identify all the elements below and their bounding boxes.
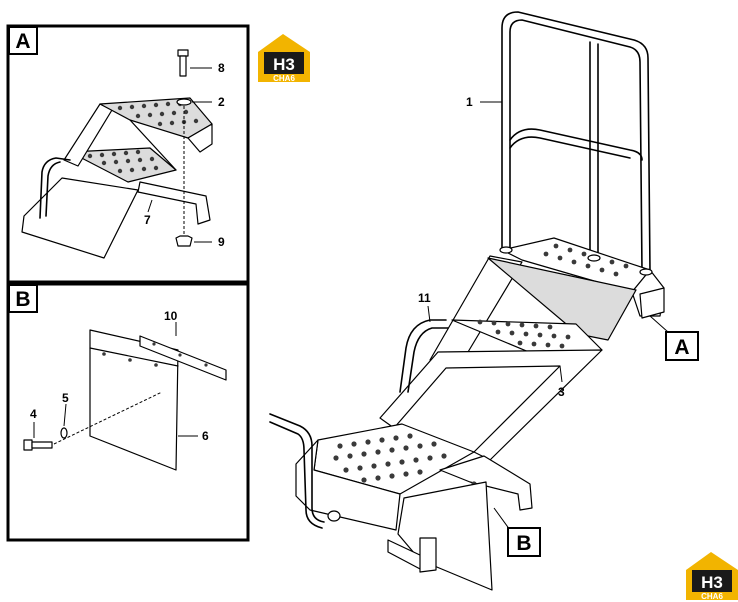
- logo-bottom-sub: CHA6: [701, 592, 723, 601]
- front-rail-lower-inner: [269, 421, 323, 529]
- step-bracket-drawing: [21, 49, 213, 259]
- callout-5: 5: [62, 391, 69, 405]
- callout-1: 1: [466, 95, 473, 109]
- callout-8: 8: [218, 61, 225, 75]
- tread-holes-a: [87, 101, 199, 174]
- bolt-part: [177, 49, 189, 77]
- rail-feet: [499, 246, 653, 276]
- flap-clamp-side: [419, 537, 437, 573]
- clamp-bar-holes: [152, 342, 208, 367]
- callout-4: 4: [30, 407, 37, 421]
- washer-part: [176, 98, 192, 106]
- rail-end-cap: [327, 510, 341, 522]
- front-rail-mid-inner: [407, 327, 449, 393]
- front-rail-lower: [269, 413, 325, 523]
- handrail-mid-rail-inner: [509, 136, 631, 159]
- mud-flap-fold: [89, 347, 179, 367]
- top-platform-holes: [543, 243, 629, 277]
- view-b-label: B: [516, 532, 531, 555]
- bottom-step-front: [295, 439, 401, 531]
- upper-tread-side: [187, 123, 213, 153]
- view-a-label: A: [674, 336, 689, 359]
- view-a-tag: [665, 331, 699, 361]
- logo-top-plate: [264, 52, 304, 74]
- panel-a-label: A: [15, 30, 30, 53]
- detail-panel-b: B 10 4 5 6: [6, 282, 250, 542]
- main-handrail: [501, 11, 651, 273]
- view-b-tag: [507, 527, 541, 557]
- handrail-inner: [509, 19, 643, 273]
- leader-7: [147, 199, 153, 213]
- nut-part: [175, 235, 193, 247]
- logo-top: H3 CHA6: [258, 34, 310, 83]
- callout-10: 10: [164, 309, 178, 323]
- top-bracket-plate: [639, 287, 665, 319]
- callout-2: 2: [218, 95, 225, 109]
- logo-bottom-plate: [692, 570, 732, 592]
- detail-panel-a: A: [6, 24, 250, 284]
- handrail-lower-inner: [45, 161, 61, 217]
- panel-b-label-box: [8, 284, 38, 313]
- leader-3: [559, 365, 563, 383]
- upper-stringer-web: [487, 257, 637, 341]
- panel-a-label-box: [8, 26, 38, 55]
- callout-11: 11: [418, 291, 431, 305]
- logo-bottom-letters: H3: [701, 573, 723, 592]
- handrail-outer: [501, 11, 651, 273]
- flap-part: [21, 177, 139, 259]
- flap-washer: [60, 427, 68, 439]
- leader-view-a: [649, 315, 669, 333]
- callout-6: 6: [202, 429, 209, 443]
- leader-11: [427, 305, 431, 323]
- logo-bottom: H3 CHA6: [686, 552, 738, 601]
- clamp-bar: [139, 335, 227, 381]
- flap-holes: [102, 352, 158, 367]
- panel-b-label: B: [15, 288, 30, 311]
- leader-view-b: [493, 507, 511, 531]
- brace-line: [129, 119, 177, 171]
- callout-3: 3: [558, 385, 565, 399]
- main-ladder-assembly: [269, 11, 665, 591]
- mount-bracket: [137, 181, 211, 225]
- handrail-mid-rail: [509, 128, 643, 161]
- handrail-lower: [39, 157, 71, 219]
- middle-step-holes: [477, 319, 571, 349]
- flap-bolt: [23, 439, 53, 451]
- logo-top-letters: H3: [273, 55, 295, 74]
- main-mud-flap: [397, 481, 493, 591]
- callout-7: 7: [144, 213, 151, 227]
- leader-5: [63, 403, 67, 427]
- bottom-step-holes: [333, 433, 447, 483]
- logo-top-sub: CHA6: [273, 74, 295, 83]
- callout-9: 9: [218, 235, 225, 249]
